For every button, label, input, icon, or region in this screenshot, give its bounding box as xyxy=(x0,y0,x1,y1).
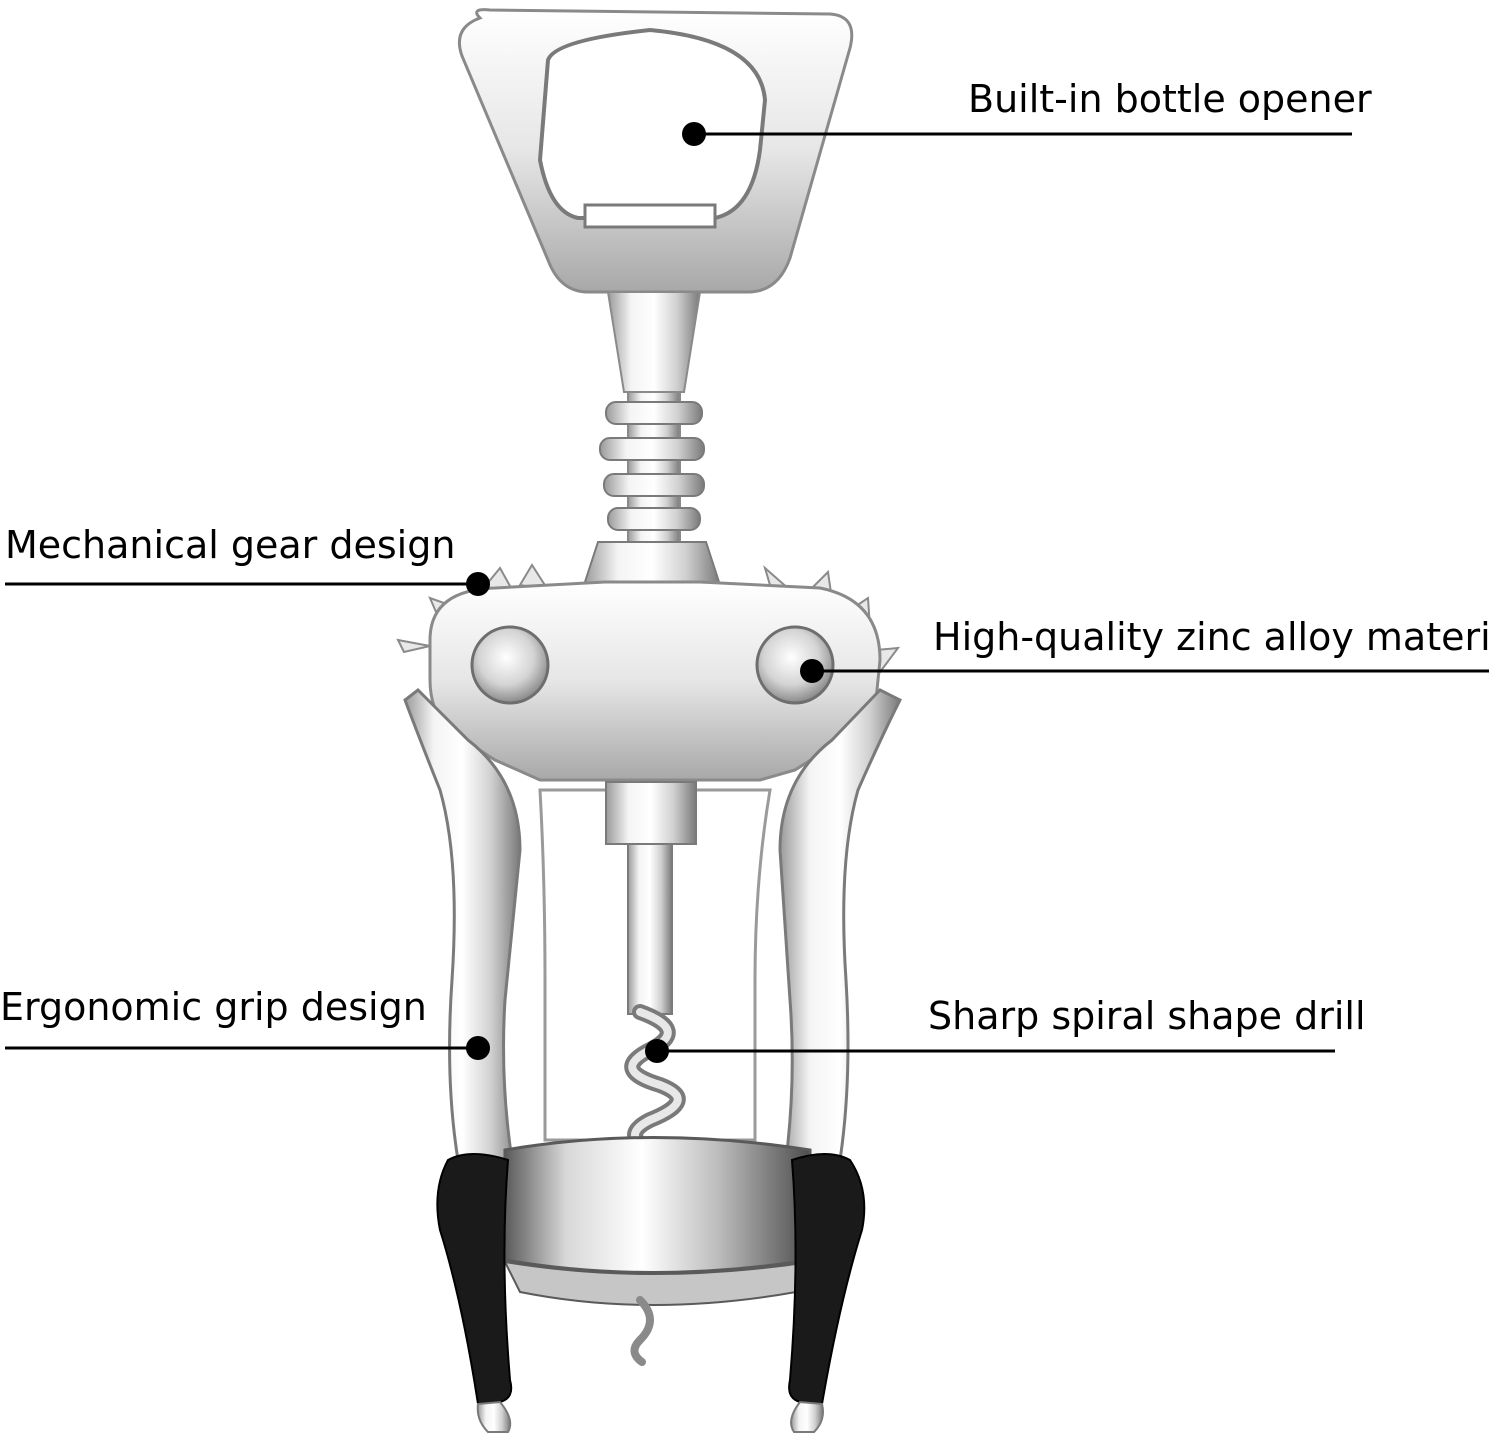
label-built-in-bottle-opener: Built-in bottle opener xyxy=(968,77,1372,121)
gear-teeth xyxy=(396,563,901,675)
callout-gear-leader xyxy=(5,572,490,596)
label-mechanical-gear-design: Mechanical gear design xyxy=(5,523,456,567)
thread-rings xyxy=(582,401,722,586)
left-arm xyxy=(403,688,522,1162)
screw-shaft xyxy=(605,781,697,1015)
base-cap xyxy=(503,1136,812,1366)
main-housing xyxy=(428,580,882,782)
spiral-worm xyxy=(624,1004,686,1158)
label-zinc-alloy-material: High-quality zinc alloy material xyxy=(933,615,1491,659)
callout-drill-leader xyxy=(645,1039,1335,1063)
callout-grip-leader xyxy=(5,1036,490,1060)
label-spiral-drill: Sharp spiral shape drill xyxy=(928,994,1366,1038)
left-grip xyxy=(436,1153,513,1433)
bottle-opener-head xyxy=(457,8,854,294)
right-arm xyxy=(778,688,903,1162)
label-ergonomic-grip-design: Ergonomic grip design xyxy=(0,985,427,1029)
right-grip xyxy=(788,1153,866,1433)
callout-bottle-opener-leader xyxy=(682,122,1352,146)
callout-zinc-leader xyxy=(800,659,1489,683)
